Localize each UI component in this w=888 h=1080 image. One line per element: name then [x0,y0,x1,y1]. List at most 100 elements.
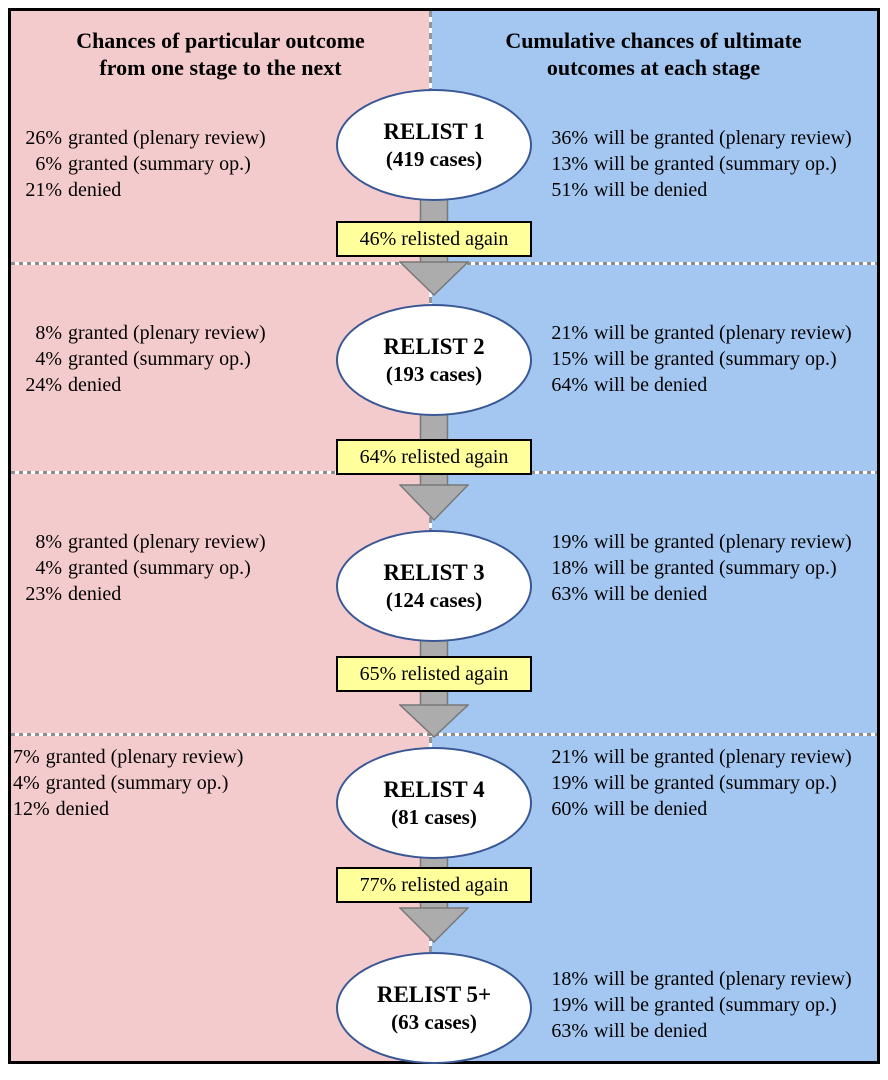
outcome-line: 15% will be granted (summary op.) [548,346,852,372]
stage-separator-line [11,733,877,736]
outcome-percent: 19% [551,772,588,794]
outcome-text: will be denied [594,1020,708,1042]
relisted-again-label: 46% relisted again [336,221,532,257]
outcome-text: will be granted (plenary review) [594,322,852,344]
outcome-line: 60%will be denied [548,796,852,822]
outcome-line: 8%granted (plenary review) [22,529,265,555]
relist-node-cases: (193 cases) [385,362,483,386]
outcome-text: granted (plenary review) [45,746,244,768]
outcome-text: granted (summary op.) [68,557,251,579]
relisted-again-label: 77% relisted again [336,867,532,903]
relist-node: RELIST 2(193 cases) [336,304,532,416]
outcome-percent: 24% [25,374,62,396]
outcome-percent: 8% [35,531,62,553]
outcome-percent: 23% [25,583,62,605]
left-header-line1: Chances of particular outcome [76,28,365,53]
outcome-text: will be granted (plenary review) [594,968,852,990]
outcome-percent: 6% [35,153,62,175]
outcome-text: will be granted (summary op.) [594,772,837,794]
outcome-percent: 12% [13,798,50,820]
outcome-line: 64% will be denied [548,372,852,398]
relist-node: RELIST 5+ (63 cases) [336,952,532,1064]
outcome-percent: 19% [551,994,588,1016]
outcome-percent: 60% [551,798,588,820]
outcome-line: 7%granted (plenary review) [13,744,243,770]
outcome-text: will be granted (summary op.) [594,153,837,175]
outcome-text: will be denied [594,583,708,605]
outcome-text: denied [68,179,122,201]
outcome-percent: 36% [551,127,588,149]
outcome-percent: 4% [35,348,62,370]
outcome-text: denied [55,798,109,820]
outcome-line: 24% denied [22,372,266,398]
stage-left-outcomes: 8% granted (plenary review) 4% granted (sum… [22,320,266,398]
outcome-line: 4% granted (summary op.) [22,346,266,372]
outcome-percent: 8% [35,322,62,344]
outcome-percent: 26% [25,127,62,149]
relist-node: RELIST 4(81 cases) [336,747,532,859]
stage-left-outcomes: 8%granted (plenary review)4% granted (sum… [22,529,266,607]
outcome-text: denied [68,374,122,396]
relist-node-cases: (419 cases) [385,147,483,171]
outcome-text: will be granted (plenary review) [594,127,852,149]
outcome-text: will be denied [594,179,708,201]
outcome-text: granted (plenary review) [68,127,266,149]
outcome-line: 8% granted (plenary review) [22,320,266,346]
stage-right-outcomes: 36% will be granted (plenary review)13%wi… [548,125,852,203]
outcome-line: 63% will be denied [548,581,852,607]
outcome-percent: 15% [551,348,588,370]
outcome-line: 21% will be granted (plenary review) [548,744,852,770]
outcome-text: will be granted (summary op.) [594,348,837,370]
relist-node-cases: (81 cases) [391,805,477,829]
outcome-percent: 21% [551,746,588,768]
outcome-percent: 18% [551,557,588,579]
relist-node-title: RELIST 5+ [376,982,492,1007]
outcome-line: 63% will be denied [548,1018,852,1044]
outcome-line: 21% denied [22,177,266,203]
outcome-text: will be granted (summary op.) [594,557,837,579]
outcome-text: granted (summary op.) [68,153,251,175]
relist-node-cases: (124 cases) [385,588,483,612]
stage-right-outcomes: 18%will be granted (plenary review)19%wi… [548,966,852,1044]
relist-node-title: RELIST 3 [383,560,485,585]
stage-right-outcomes: 21% will be granted (plenary review) 19% wi… [548,744,852,822]
outcome-line: 51% will be denied [548,177,852,203]
outcome-line: 19% will be granted (summary op.) [548,770,852,796]
outcome-line: 6% granted (summary op.) [22,151,266,177]
relist-node-cases: (63 cases) [391,1010,477,1034]
relisted-again-label: 65% relisted again [336,656,532,692]
outcome-line: 21% will be granted (plenary review) [548,320,852,346]
stage-left-outcomes: 7%granted (plenary review)4%granted (sum… [13,744,243,822]
outcome-text: denied [68,583,122,605]
outcome-percent: 4% [13,772,40,794]
outcome-line: 26% granted (plenary review) [22,125,266,151]
outcome-percent: 21% [25,179,62,201]
outcome-line: 4% granted (summary op.) [22,555,266,581]
right-header-line1: Cumulative chances of ultimate [505,28,802,53]
outcome-text: granted (summary op.) [68,348,251,370]
outcome-line: 4%granted (summary op.) [13,770,243,796]
outcome-text: will be granted (plenary review) [594,746,852,768]
outcome-percent: 51% [551,179,588,201]
outcome-line: 23% denied [22,581,266,607]
outcome-percent: 64% [551,374,588,396]
outcome-percent: 7% [13,746,40,768]
left-header-line2: from one stage to the next [99,55,342,80]
relist-node: RELIST 3 (124 cases) [336,530,532,642]
outcome-percent: 4% [35,557,62,579]
chart-frame: Chances of particular outcome from one s… [8,8,880,1064]
outcome-percent: 21% [551,322,588,344]
outcome-percent: 63% [551,1020,588,1042]
outcome-text: will be denied [594,374,708,396]
right-header-line2: outcomes at each stage [546,55,761,80]
outcome-line: 12%denied [13,796,243,822]
outcome-text: granted (plenary review) [68,322,266,344]
outcome-line: 13%will be granted (summary op.) [548,151,852,177]
outcome-percent: 63% [551,583,588,605]
relisted-again-label: 64% relisted again [336,439,532,475]
outcome-line: 19%will be granted (plenary review) [548,529,851,555]
outcome-line: 18% will be granted (summary op.) [548,555,852,581]
outcome-text: granted (summary op.) [45,772,229,794]
outcome-line: 36% will be granted (plenary review) [548,125,852,151]
